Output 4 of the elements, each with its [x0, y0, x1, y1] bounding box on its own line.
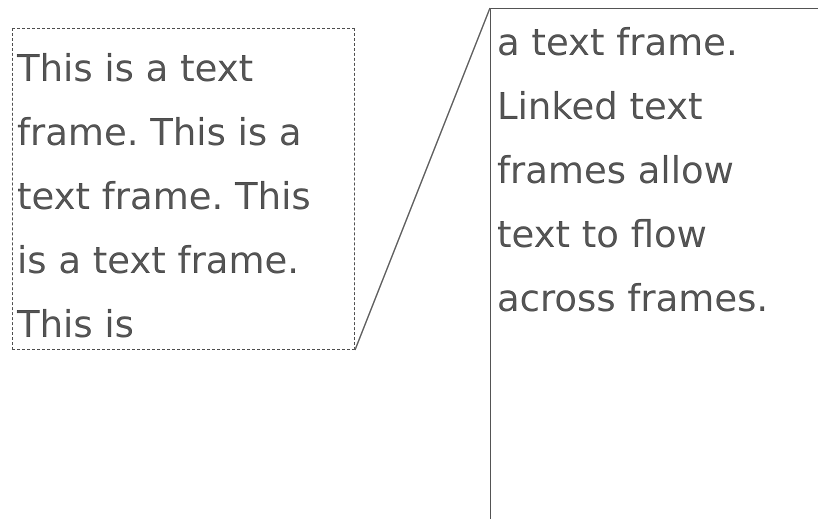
frame-text: This is a text frame. This is a text frame. This is a text frame. This is	[17, 46, 312, 348]
frame-text: a text frame. Linked text frames allow text to flow across frames.	[497, 20, 770, 322]
text-frame	[12, 28, 355, 350]
connector-line	[354, 8, 491, 350]
